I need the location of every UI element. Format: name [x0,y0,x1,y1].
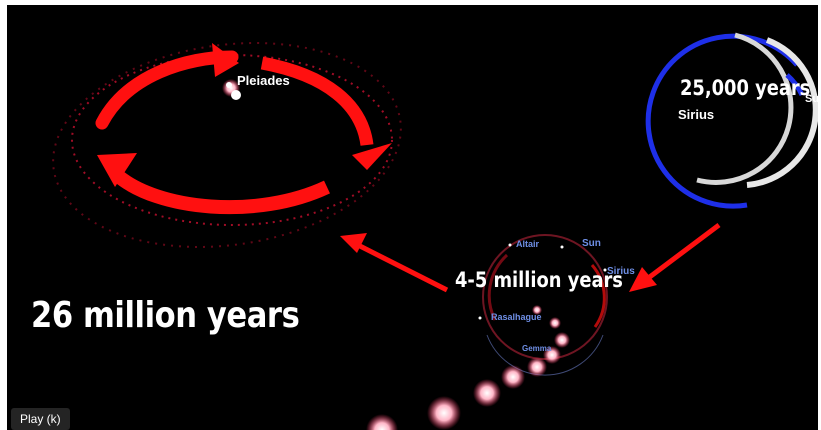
precession-rings [645,32,818,209]
label-su-cut: Su [805,93,818,105]
star-sirius: Sirius [607,266,635,277]
transition-arrows [340,223,721,293]
star-gemma: Gemma [522,344,552,353]
star-altair: Altair [516,239,540,249]
star-sun: Sun [582,238,601,249]
video-frame [52,32,818,430]
caption-26-million: 26 million years [31,295,300,336]
play-tooltip: Play (k) [11,408,70,430]
pleiades-cluster [222,79,241,100]
label-sirius-left: Sirius [678,107,715,122]
pleiades-orbit-dots [52,42,402,248]
star-dots [478,243,607,320]
caption-4-5-million: 4-5 million years [455,268,623,292]
star-rasalhague: Rasalhague [491,312,542,322]
pleiades-cycle-arrows [95,43,392,215]
label-pleiades: Pleiades [237,73,290,88]
caption-25000-years: 25,000 years [680,76,811,100]
video-player[interactable]: 26 million years 4-5 million years 25,00… [7,5,818,430]
sun-trail [366,305,570,430]
